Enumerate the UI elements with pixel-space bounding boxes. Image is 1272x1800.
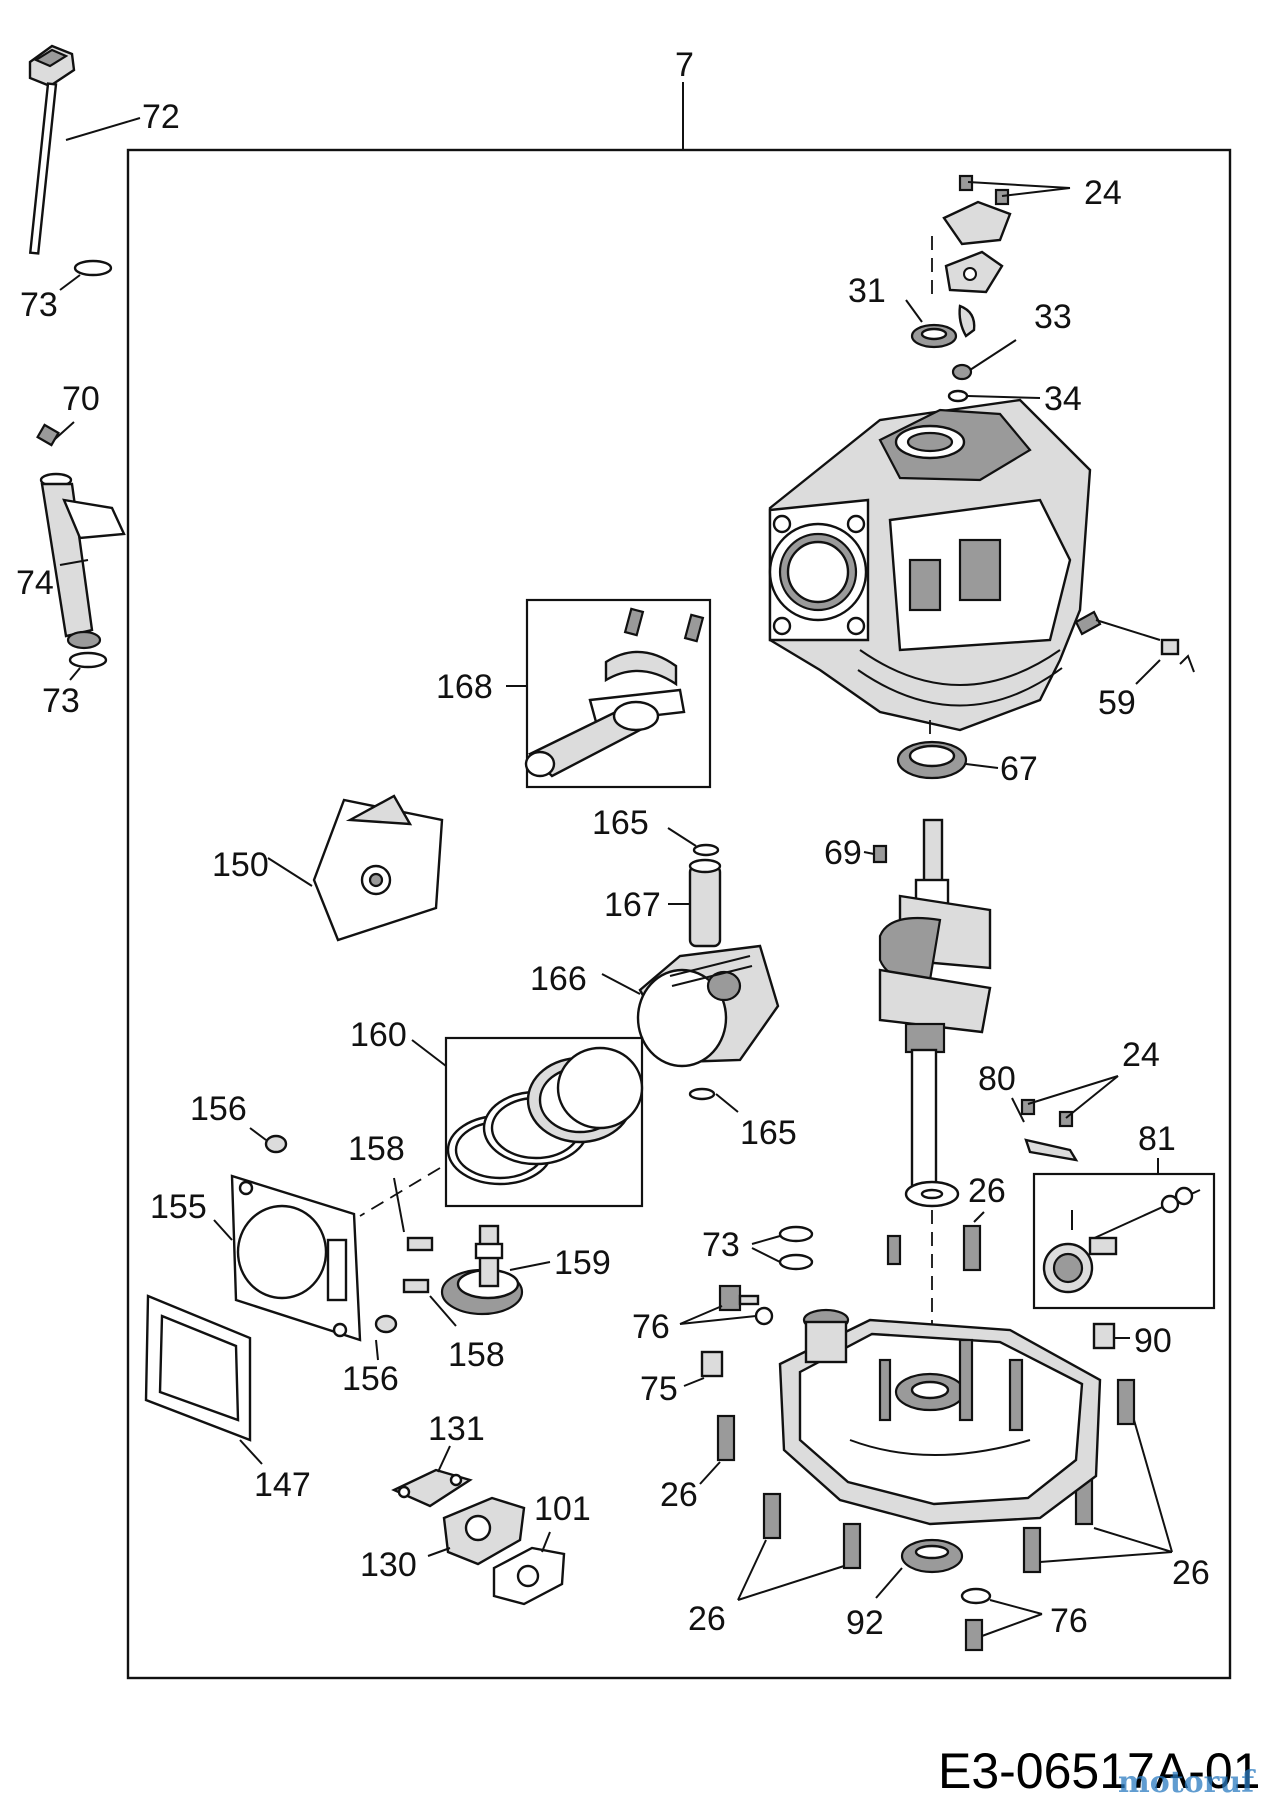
label-26-top: 26 (968, 1172, 1006, 1210)
gasket-147 (144, 1294, 263, 1465)
engine-assembly-frame (126, 148, 1232, 1680)
label-69: 69 (824, 834, 862, 872)
label-67: 67 (1000, 750, 1038, 788)
label-72: 72 (142, 98, 180, 136)
bolt-70 (36, 421, 75, 447)
label-166: 166 (530, 960, 587, 998)
label-156-top: 156 (190, 1090, 247, 1128)
lever-small (886, 1234, 902, 1266)
label-131: 131 (428, 1410, 485, 1448)
oil-seal-31 (905, 299, 958, 349)
label-76-top: 76 (632, 1308, 670, 1346)
label-75: 75 (640, 1370, 678, 1408)
label-147: 147 (254, 1466, 311, 1504)
label-156-bottom: 156 (342, 1360, 399, 1398)
washer-34 (947, 389, 1041, 403)
lever-59 (1074, 610, 1195, 685)
label-150: 150 (212, 846, 269, 884)
document-code: E3-06517A-01 (938, 1743, 1260, 1799)
gasket-101 (492, 1531, 566, 1606)
piston-pin-167 (668, 858, 722, 948)
label-80: 80 (978, 1060, 1016, 1098)
label-168: 168 (436, 668, 493, 706)
label-81: 81 (1138, 1120, 1176, 1158)
o-ring-73-top (59, 259, 113, 291)
label-155: 155 (150, 1188, 207, 1226)
piston-166 (601, 944, 780, 1068)
dowel-156-bottom (374, 1314, 398, 1361)
clip-165-top (667, 827, 720, 857)
baffle-150 (267, 794, 444, 942)
label-158-top: 158 (348, 1130, 405, 1168)
clip-165-bottom (688, 1087, 739, 1113)
washers-73 (751, 1225, 814, 1271)
label-26-right: 26 (1172, 1554, 1210, 1592)
cover-gasket (944, 250, 1004, 294)
label-130: 130 (360, 1546, 417, 1584)
governor-81 (1042, 1186, 1201, 1294)
label-165-top: 165 (592, 804, 649, 842)
bolt-76-top (679, 1284, 774, 1326)
label-90: 90 (1134, 1322, 1172, 1360)
label-160: 160 (350, 1016, 407, 1054)
piston-rings-160 (446, 1046, 644, 1186)
key-69 (863, 844, 888, 864)
camshaft-159 (440, 1224, 551, 1316)
insulator-130 (427, 1496, 526, 1566)
label-167: 167 (604, 886, 661, 924)
label-159: 159 (554, 1244, 611, 1282)
bushing-75 (683, 1350, 724, 1387)
label-24-top: 24 (1084, 174, 1122, 212)
cylinder-block (768, 398, 1092, 740)
label-24-mid: 24 (1122, 1036, 1160, 1074)
label-73-top: 73 (20, 286, 58, 324)
key-33 (951, 304, 1017, 381)
bolts-26 (699, 1211, 1173, 1601)
label-59: 59 (1098, 684, 1136, 722)
cover-plate-24 (942, 174, 1071, 246)
label-7: 7 (675, 46, 694, 84)
bracket-80 (1011, 1075, 1119, 1162)
piston-ring-box-160 (444, 1036, 644, 1208)
label-26-bottom: 26 (688, 1600, 726, 1638)
label-74: 74 (16, 564, 54, 602)
washer-upper (904, 1180, 960, 1208)
o-ring-73-bottom (68, 651, 108, 681)
pin-158-bottom (402, 1278, 457, 1327)
label-73-mid: 73 (702, 1226, 740, 1264)
label-76-bottom: 76 (1050, 1602, 1088, 1640)
label-34: 34 (1044, 380, 1082, 418)
watermark: motoruf (1118, 1765, 1256, 1800)
label-33: 33 (1034, 298, 1072, 336)
spacer-131 (391, 1445, 473, 1508)
label-158-bottom: 158 (448, 1336, 505, 1374)
label-26-left: 26 (660, 1476, 698, 1514)
bushing-90 (1092, 1322, 1130, 1350)
connecting-rod-168 (524, 607, 705, 778)
oil-seal-92 (875, 1538, 964, 1599)
bolt-76-bottom (960, 1587, 1043, 1652)
oil-fill-tube-74 (39, 472, 126, 650)
connecting-rod-box-168 (525, 598, 712, 789)
crankshaft (878, 818, 992, 1202)
governor-box-81 (1032, 1172, 1216, 1310)
bearing-67 (896, 740, 999, 780)
dipstick-72 (28, 44, 141, 255)
label-165-bottom: 165 (740, 1114, 797, 1152)
pin-158-top (393, 1177, 434, 1252)
crankcase-sump (778, 1308, 1102, 1526)
label-31: 31 (848, 272, 886, 310)
label-73-bottom: 73 (42, 682, 80, 720)
label-101: 101 (534, 1490, 591, 1528)
dowel-156-top (249, 1127, 288, 1154)
label-70: 70 (62, 380, 100, 418)
label-92: 92 (846, 1604, 884, 1642)
head-gasket-155 (213, 1174, 362, 1342)
